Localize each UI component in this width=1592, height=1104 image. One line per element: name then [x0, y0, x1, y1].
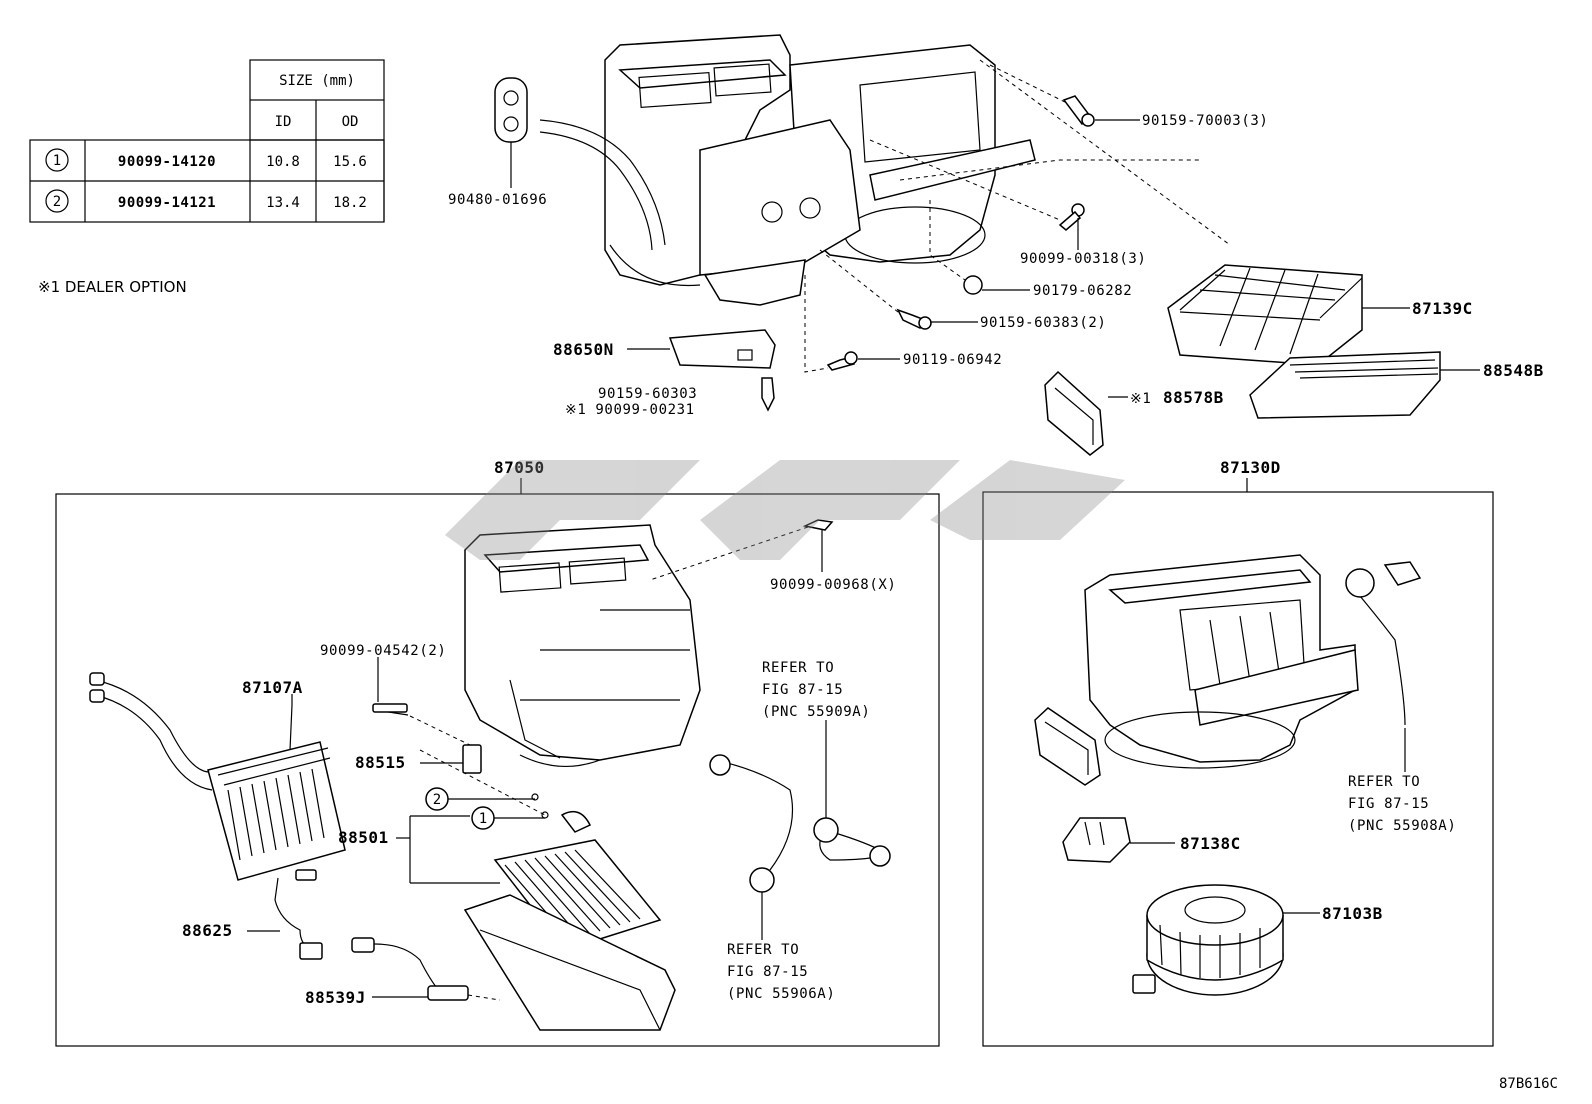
label-88578B-dealer-mark: ※1	[1130, 391, 1151, 407]
label-90159-70003: 90159-70003(3)	[1142, 113, 1268, 129]
table-row2-id: 13.4	[266, 195, 300, 211]
callout-circle-2: 2	[433, 792, 441, 808]
table-row2-od: 18.2	[333, 195, 367, 211]
evaporator-88501	[372, 703, 676, 1031]
label-88578B: 88578B	[1163, 388, 1224, 407]
figure-code: 87B616C	[1499, 1076, 1558, 1092]
left-leaders	[247, 519, 834, 1001]
heater-unit-drawing	[464, 524, 701, 767]
label-88650N: 88650N	[553, 340, 614, 359]
blower-wiring-55908A	[1345, 561, 1422, 772]
refer-c-line2: FIG 87-15	[1348, 796, 1429, 812]
label-88501: 88501	[338, 828, 389, 847]
table-row1-id: 10.8	[266, 154, 300, 170]
table-row2-part: 90099-14121	[118, 195, 216, 211]
table-row2-mark: 2	[53, 194, 61, 210]
assembly-87130D-box	[982, 491, 1494, 1047]
refer-c-line3: (PNC 55908A)	[1348, 818, 1456, 834]
refer-note-55906A: REFER TO FIG 87-15 (PNC 55906A)	[727, 942, 835, 1002]
refer-note-55908A: REFER TO FIG 87-15 (PNC 55908A)	[1348, 774, 1456, 834]
label-90179-06282: 90179-06282	[1033, 283, 1132, 299]
refer-a-line2: FIG 87-15	[762, 682, 843, 698]
refer-note-55909A: REFER TO FIG 87-15 (PNC 55909A)	[762, 660, 870, 720]
callout-circle-1: 1	[479, 811, 487, 827]
label-90159-60383: 90159-60383(2)	[980, 315, 1106, 331]
label-88548B: 88548B	[1483, 361, 1544, 380]
label-87138C: 87138C	[1180, 834, 1241, 853]
watermark-logo	[445, 460, 1125, 560]
refer-a-line1: REFER TO	[762, 660, 834, 676]
label-90119-06942: 90119-06942	[903, 352, 1002, 368]
sensors-wiring	[274, 754, 891, 1001]
label-87130D: 87130D	[1220, 458, 1281, 477]
label-87139C: 87139C	[1412, 299, 1473, 318]
label-88625: 88625	[182, 921, 233, 940]
refer-b-line2: FIG 87-15	[727, 964, 808, 980]
label-90099-04542: 90099-04542(2)	[320, 643, 446, 659]
label-88539J: 88539J	[305, 988, 366, 1007]
size-table: SIZE (mm) ID OD 1 90099-14120 10.8 15.6 …	[29, 59, 385, 223]
refer-b-line1: REFER TO	[727, 942, 799, 958]
refer-a-line3: (PNC 55909A)	[762, 704, 870, 720]
table-row1-mark: 1	[53, 153, 61, 169]
label-90099-00968: 90099-00968(X)	[770, 577, 896, 593]
table-size-header: SIZE (mm)	[279, 73, 355, 89]
label-87103B: 87103B	[1322, 904, 1383, 923]
label-87050: 87050	[494, 458, 545, 477]
label-90480-01696: 90480-01696	[448, 192, 547, 208]
table-col-od: OD	[342, 114, 359, 130]
assembly-87050-box	[55, 493, 940, 1047]
blower-unit-drawing	[1034, 554, 1359, 786]
top-small-parts	[668, 95, 1441, 456]
circle-callouts: 2 1	[425, 787, 495, 830]
label-88515: 88515	[355, 753, 406, 772]
label-90099-00231: ※1 90099-00231	[565, 402, 695, 418]
table-row1-part: 90099-14120	[118, 154, 216, 170]
refer-c-line1: REFER TO	[1348, 774, 1420, 790]
heater-core-87107A	[89, 672, 346, 881]
top-hvac-assembly-drawing	[494, 34, 1036, 306]
dealer-option-note: ※1 DEALER OPTION	[38, 278, 187, 296]
label-90099-00318: 90099-00318(3)	[1020, 251, 1146, 267]
refer-b-line3: (PNC 55906A)	[727, 986, 835, 1002]
top-leaders	[510, 59, 1480, 398]
table-col-id: ID	[275, 114, 292, 130]
label-90159-60303: 90159-60303	[598, 386, 697, 402]
label-87107A: 87107A	[242, 678, 303, 697]
resistor-87138C	[1062, 817, 1175, 863]
table-row1-od: 15.6	[333, 154, 367, 170]
blower-motor-87103B	[1132, 884, 1320, 996]
